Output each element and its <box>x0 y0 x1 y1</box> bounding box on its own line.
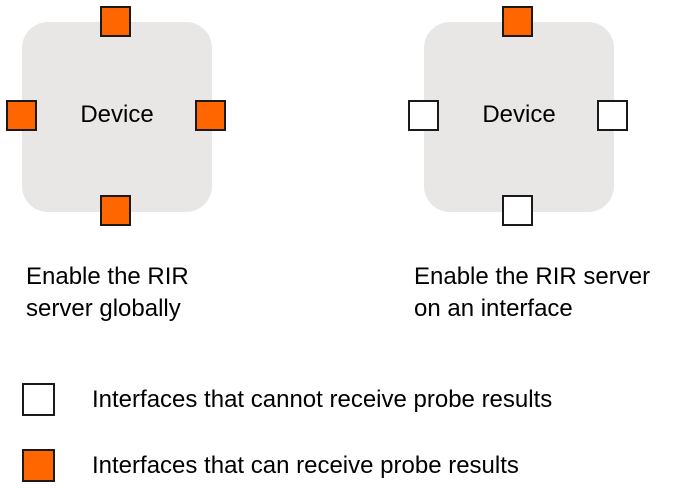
port-interface-left <box>408 100 439 131</box>
port-global-left <box>6 100 37 131</box>
caption-interface-line2: on an interface <box>414 295 573 322</box>
port-interface-top <box>502 6 533 37</box>
device-interface <box>424 22 614 212</box>
legend-text-inactive: Interfaces that cannot receive probe res… <box>92 386 553 413</box>
port-interface-right <box>597 100 628 131</box>
device-global <box>22 22 212 212</box>
port-global-bottom <box>100 195 131 226</box>
caption-global-line1: Enable the RIR <box>26 263 189 290</box>
caption-interface-line1: Enable the RIR server <box>414 263 651 290</box>
device-global-label: Device <box>80 101 154 128</box>
legend-swatch-inactive <box>22 383 55 416</box>
legend-text-active: Interfaces that can receive probe result… <box>92 452 519 479</box>
port-interface-bottom <box>502 195 533 226</box>
caption-global-line2: server globally <box>26 295 181 322</box>
port-global-right <box>195 100 226 131</box>
device-interface-label: Device <box>482 101 556 128</box>
port-global-top <box>100 6 131 37</box>
legend-swatch-active <box>22 449 55 482</box>
